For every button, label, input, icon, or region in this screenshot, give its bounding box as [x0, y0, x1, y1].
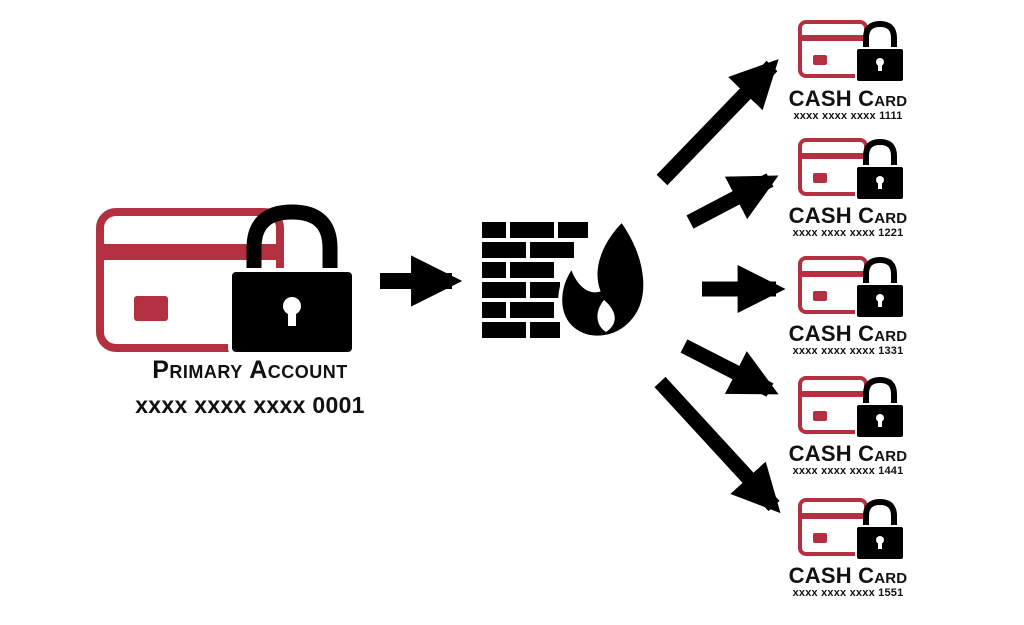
cash-card-2-number: xxxx xxxx xxxx 1221 [792, 227, 904, 239]
primary-account-number: xxxx xxxx xxxx 0001 [135, 392, 365, 418]
firewall-icon [482, 216, 648, 340]
cash-card-1-number: xxxx xxxx xxxx 1111 [793, 110, 903, 122]
arrow-to-cash-card-4 [680, 339, 779, 397]
cash-card-4-title: CASH Card [788, 441, 908, 466]
cash-card-5-number: xxxx xxxx xxxx 1551 [792, 587, 904, 599]
cash-card-5-lock-icon [855, 498, 905, 561]
cash-card-5-title: CASH Card [788, 563, 908, 588]
primary-lock-icon [228, 204, 356, 356]
cash-card-4-number: xxxx xxxx xxxx 1441 [792, 465, 904, 477]
cash-card-2-lock-icon [855, 138, 905, 201]
cash-card-3-lock-icon [855, 256, 905, 319]
arrow-to-cash-card-5 [654, 376, 781, 514]
cash-card-1-title: CASH Card [788, 86, 908, 111]
arrow-to-cash-card-2 [686, 173, 779, 229]
cash-card-3-title: CASH Card [788, 321, 908, 346]
cash-card-3-number: xxxx xxxx xxxx 1331 [792, 345, 904, 357]
cash-card-2-title: CASH Card [788, 203, 908, 228]
cash-card-4-lock-icon [855, 376, 905, 439]
cash-card-1-lock-icon [855, 20, 905, 83]
arrow-to-cash-card-1 [656, 59, 779, 186]
primary-account-title: Primary Account [152, 356, 348, 384]
